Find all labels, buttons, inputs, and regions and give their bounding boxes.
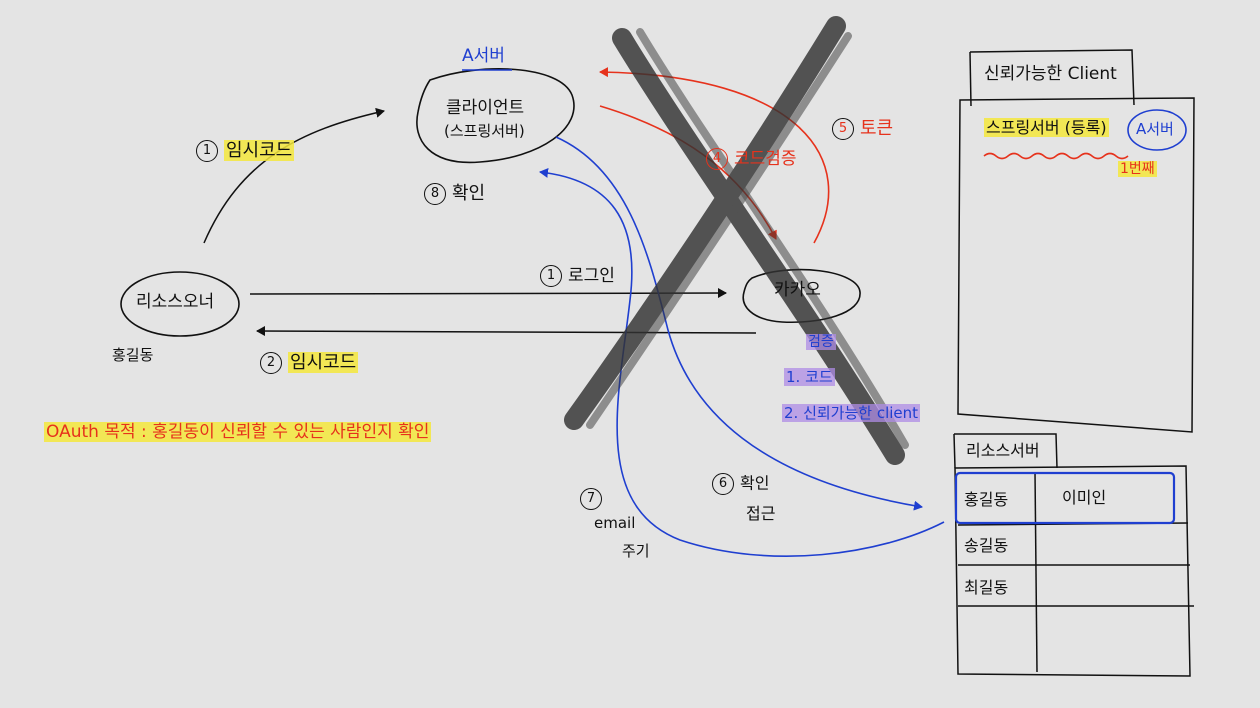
arrow-client-to-resource-server-blue: [555, 136, 923, 511]
step-7-email-badge: 7: [580, 488, 608, 510]
resource-row-2-name: 송길동: [964, 536, 1009, 555]
resource-owner-label: 리소스오너: [136, 292, 215, 312]
trusted-client-panel-tab: 신뢰가능한 Client: [984, 64, 1117, 84]
client-node-outline: [416, 68, 575, 164]
resource-row-1-value: 이미인: [1062, 488, 1107, 507]
step-number-badge: 5: [832, 118, 854, 140]
resource-row-highlight-box: [954, 471, 1176, 525]
step-7-email-line1: email: [594, 514, 636, 532]
trusted-tag-circle: [1127, 109, 1187, 151]
trusted-client-tag: A서버: [1136, 120, 1174, 138]
verify-title: 검증: [806, 334, 836, 350]
verify-item-code: 1. 코드: [784, 368, 835, 386]
step-number-badge: 8: [424, 183, 446, 205]
arrow-owner-to-kakao: [249, 288, 727, 299]
trusted-client-panel-frame: [957, 49, 1195, 433]
cross-out-mark: [564, 16, 909, 465]
resource-owner-node-outline: [120, 271, 240, 337]
resource-server-panel-frame: [953, 433, 1194, 677]
step-number-badge: 2: [260, 352, 282, 374]
client-node-sublabel: (스프링서버): [444, 122, 525, 140]
resource-server-panel-tab: 리소스서버: [966, 441, 1040, 460]
resource-row-1-name: 홍길동: [964, 490, 1009, 509]
resource-owner-name: 홍길동: [112, 346, 154, 364]
trusted-entry-squiggle: [983, 152, 1129, 160]
step-number-badge: 1: [196, 140, 218, 162]
step-number-badge: 1: [540, 265, 562, 287]
step-7-email-line2: 주기: [622, 542, 650, 560]
client-tag: A서버: [462, 46, 505, 66]
kakao-node-label: 카카오: [774, 280, 821, 300]
arrow-owner-to-client: [203, 107, 385, 244]
arrow-kakao-to-owner: [256, 326, 757, 337]
client-node-label: 클라이언트: [446, 98, 525, 118]
step-6-access-line2: 접근: [746, 504, 776, 523]
arrow-kakao-to-client-red: [599, 67, 830, 244]
oauth-purpose-note: OAuth 목적 : 홍길동이 신뢰할 수 있는 사람인지 확인: [44, 422, 432, 442]
step-number-badge: 4: [706, 148, 728, 170]
step-number-badge: 7: [580, 488, 602, 510]
step-number-badge: 6: [712, 473, 734, 495]
resource-row-3-name: 최길동: [964, 578, 1009, 597]
trusted-client-entry: 스프링서버 (등록): [984, 118, 1109, 137]
arrow-resource-server-to-client-blue: [539, 167, 945, 557]
trusted-client-note: 1번째: [1118, 161, 1157, 177]
verify-item-trusted-client: 2. 신뢰가능한 client: [782, 404, 921, 422]
